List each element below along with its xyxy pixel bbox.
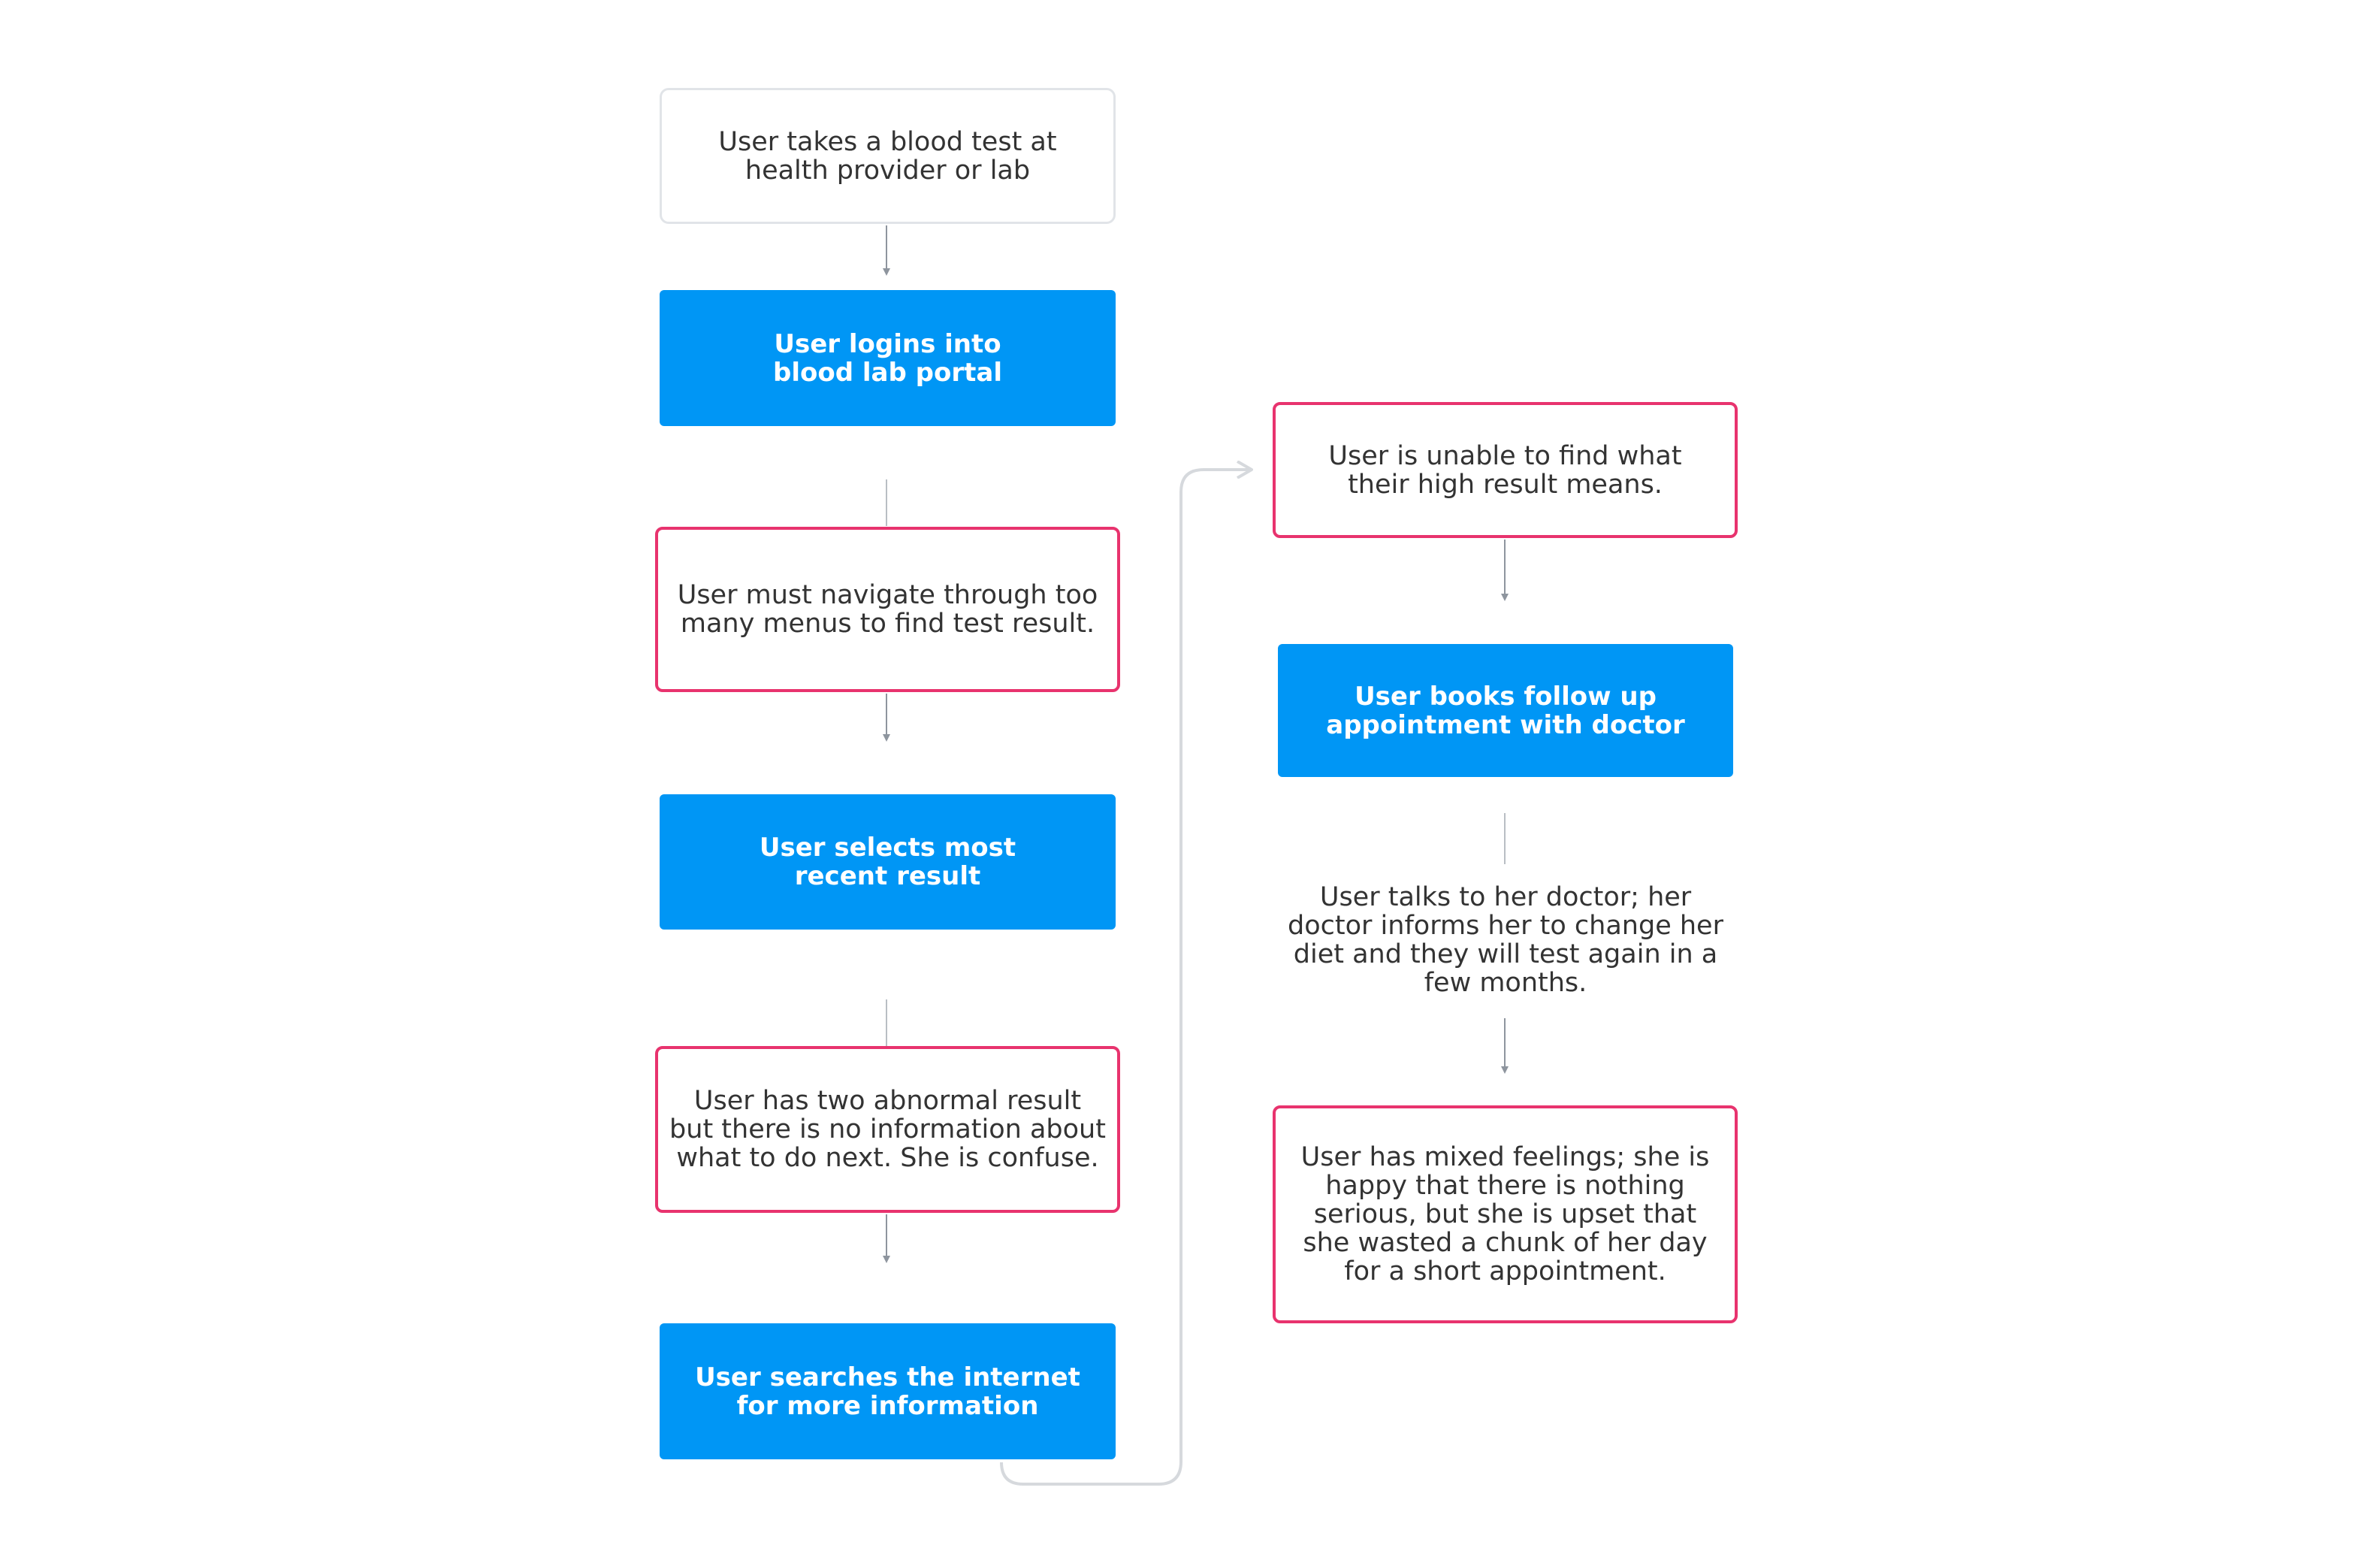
step-talk-doctor: User talks to her doctor; her doctor inf…	[1278, 878, 1733, 1002]
loop-connector-search-to-unable	[1000, 470, 1252, 1486]
step-mixed-feelings: User has mixed feelings; she is happy th…	[1273, 1105, 1738, 1323]
step-search-internet: User searches the internet for more info…	[660, 1323, 1116, 1459]
step-unable-find: User is unable to find what their high r…	[1273, 402, 1738, 538]
step-text: User selects most recent result	[759, 833, 1016, 891]
step-text: User has two abnormal result but there i…	[669, 1086, 1106, 1173]
step-text: User has mixed feelings; she is happy th…	[1300, 1142, 1710, 1286]
step-text: User books follow up appointment with do…	[1326, 681, 1685, 740]
step-navigate-menus: User must navigate through too many menu…	[655, 527, 1120, 692]
step-blood-test: User takes a blood test at health provid…	[660, 88, 1116, 224]
step-abnormal-result: User has two abnormal result but there i…	[655, 1046, 1120, 1213]
step-text: User must navigate through too many menu…	[677, 580, 1098, 639]
step-text: User logins into blood lab portal	[773, 328, 1002, 388]
step-select-result: User selects most recent result	[660, 794, 1116, 930]
step-text: User takes a blood test at health provid…	[718, 126, 1057, 186]
step-text: User searches the internet for more info…	[695, 1362, 1080, 1421]
step-login-portal: User logins into blood lab portal	[660, 290, 1116, 426]
step-book-appointment: User books follow up appointment with do…	[1278, 644, 1733, 777]
step-text: User talks to her doctor; her doctor inf…	[1288, 882, 1723, 998]
step-text: User is unable to find what their high r…	[1328, 440, 1682, 500]
